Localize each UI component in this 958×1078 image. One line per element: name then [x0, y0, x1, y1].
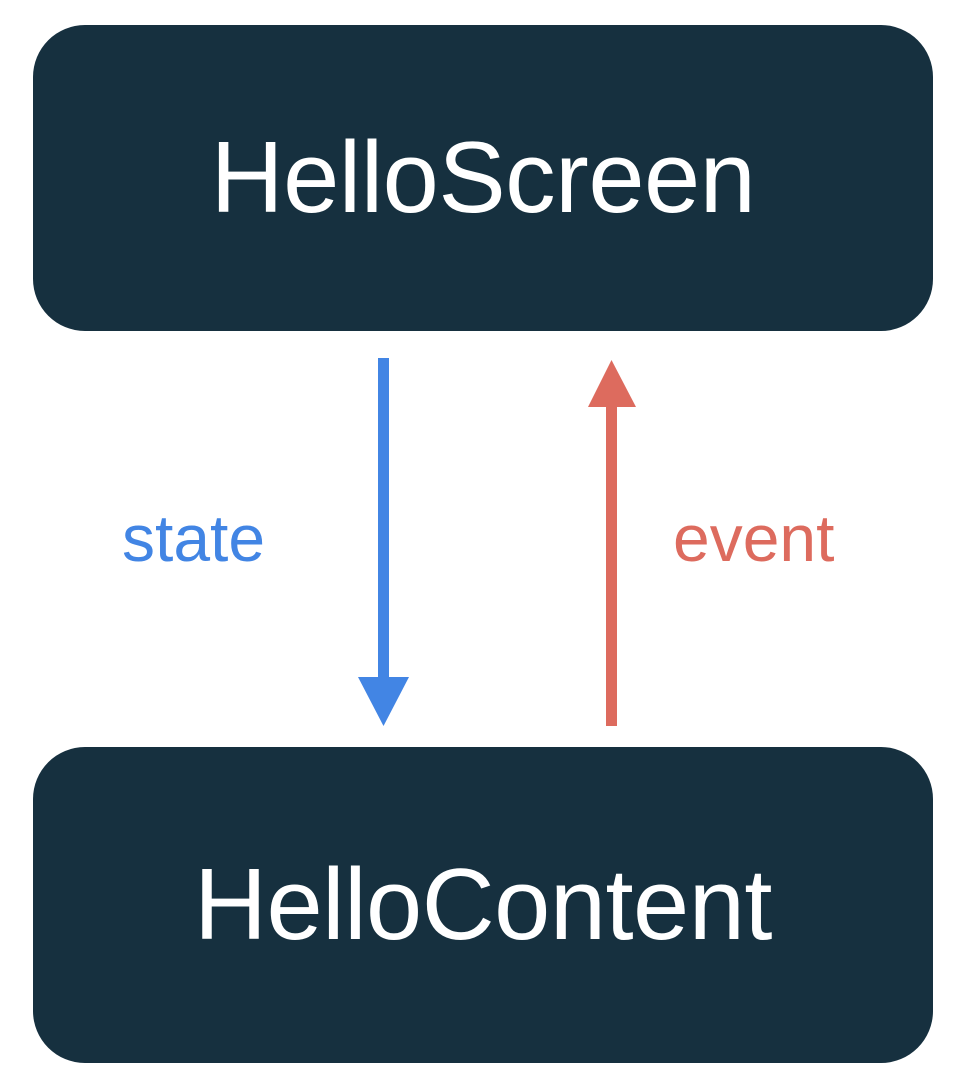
node-hello-content-label: HelloContent — [194, 848, 772, 961]
arrow-event-shaft — [606, 405, 617, 726]
arrow-event-head-icon — [588, 360, 636, 407]
node-hello-screen[interactable]: HelloScreen — [33, 25, 933, 331]
node-hello-screen-label: HelloScreen — [210, 121, 756, 234]
arrow-state-shaft — [378, 358, 389, 679]
edge-label-state: state — [122, 501, 266, 575]
arrow-event-up — [588, 360, 636, 726]
arrow-state-head-icon — [358, 677, 409, 726]
arrow-state-down — [358, 358, 409, 726]
edge-label-event: event — [673, 501, 835, 575]
node-hello-content[interactable]: HelloContent — [33, 747, 933, 1063]
